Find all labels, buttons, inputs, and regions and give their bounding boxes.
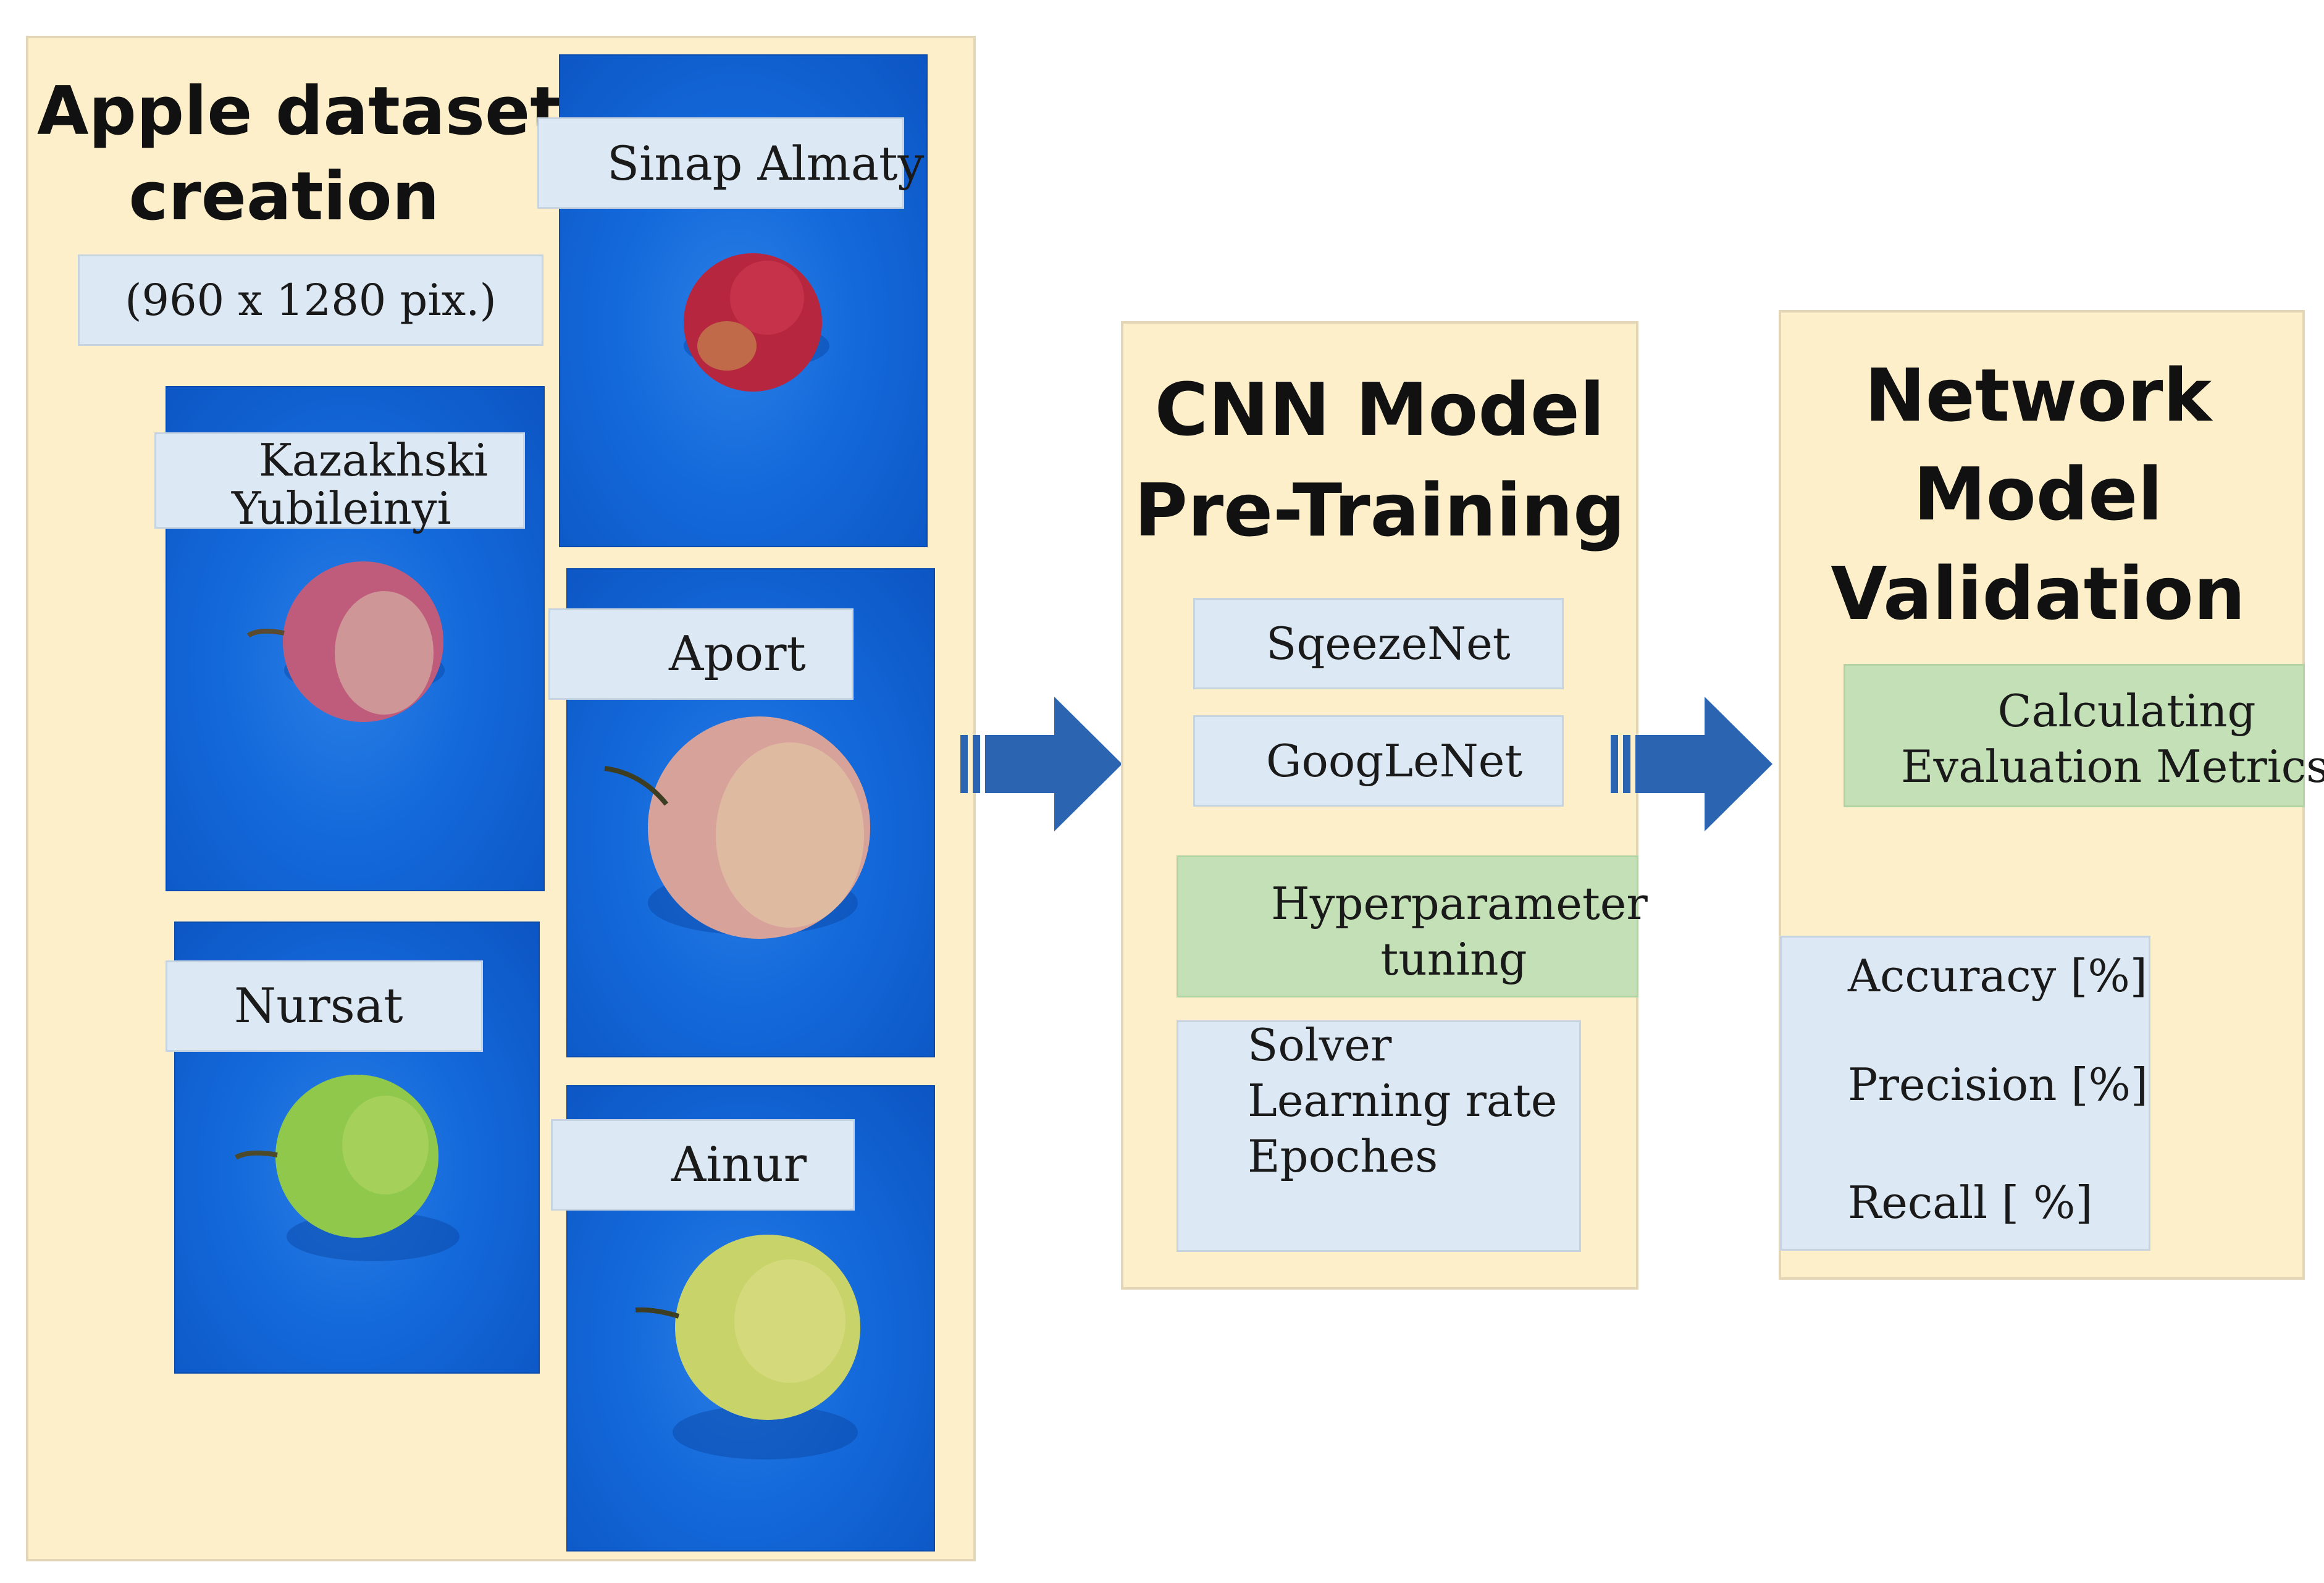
hyperparameter-tuning-line1: Hyperparameter: [1271, 878, 1648, 930]
metric-precision: Precision [%]: [1848, 1059, 2148, 1111]
dataset-title-line2: creation: [128, 158, 440, 236]
validation-title-line2: Model: [1913, 451, 2163, 537]
model-box-sqeezenet: SqeezeNet: [1193, 598, 1564, 689]
label-nursat-text: Nursat: [234, 978, 403, 1034]
dataset-title: Apple dataset creation: [37, 69, 562, 240]
label-ainur-text: Ainur: [671, 1137, 807, 1193]
pretraining-title: CNN Model Pre-Training: [1121, 359, 1638, 561]
label-nursat: Nursat: [166, 960, 483, 1052]
apple-nursat-icon: [235, 1075, 459, 1261]
apple-sinap-icon: [684, 253, 829, 392]
resolution-label: (960 x 1280 pix.): [78, 254, 543, 346]
label-kazakhski-line1: Kazakhski: [259, 434, 489, 486]
label-sinap-almaty: Sinap Almaty: [537, 117, 924, 209]
dataset-title-line1: Apple dataset: [37, 73, 562, 150]
apple-kazakhski-icon: [246, 561, 445, 722]
apple-aport-icon: [604, 716, 870, 939]
label-aport: Aport: [548, 608, 854, 700]
label-sinap-almaty-text: Sinap Almaty: [607, 135, 925, 191]
hyperparameter-epoches: Epoches: [1248, 1130, 1438, 1182]
evaluation-metrics-line2: Evaluation Metrics: [1901, 741, 2324, 792]
validation-title-line1: Network: [1865, 353, 2212, 438]
label-kazakhski-yubileinyi: Kazakhski Yubileinyi: [154, 432, 525, 532]
resolution-text: (960 x 1280 pix.): [125, 275, 497, 325]
validation-title-line3: Validation: [1831, 550, 2246, 636]
arrow-pretraining-to-validation: [1611, 697, 1772, 831]
label-kazakhski-line2: Yubileinyi: [232, 482, 451, 534]
hyperparameter-learning-rate: Learning rate: [1248, 1075, 1558, 1127]
hyperparameter-solver: Solver: [1248, 1019, 1392, 1071]
hyperparameter-tuning-box: Hyperparameter tuning: [1177, 855, 1648, 997]
arrow-dataset-to-pretraining: [960, 697, 1122, 831]
model-googlenet-text: GoogLeNet: [1266, 735, 1523, 787]
label-ainur: Ainur: [551, 1119, 855, 1211]
evaluation-metrics-box: Calculating Evaluation Metrics: [1844, 664, 2324, 807]
model-sqeezenet-text: SqeezeNet: [1266, 618, 1511, 670]
label-aport-text: Aport: [669, 626, 806, 682]
validation-title: Network Model Validation: [1779, 346, 2297, 643]
hyperparameter-tuning-line2: tuning: [1380, 933, 1527, 985]
metric-accuracy: Accuracy [%]: [1848, 950, 2147, 1002]
hyperparameter-list-box: [1177, 1020, 1581, 1252]
pretraining-title-line1: CNN Model: [1154, 367, 1605, 452]
model-box-googlenet: GoogLeNet: [1193, 715, 1564, 807]
metrics-list-box: [1780, 936, 2150, 1251]
metric-recall: Recall [ %]: [1848, 1177, 2093, 1228]
pretraining-title-line2: Pre-Training: [1134, 467, 1626, 553]
apple-ainur-icon: [635, 1235, 860, 1459]
evaluation-metrics-line1: Calculating: [1997, 685, 2256, 737]
